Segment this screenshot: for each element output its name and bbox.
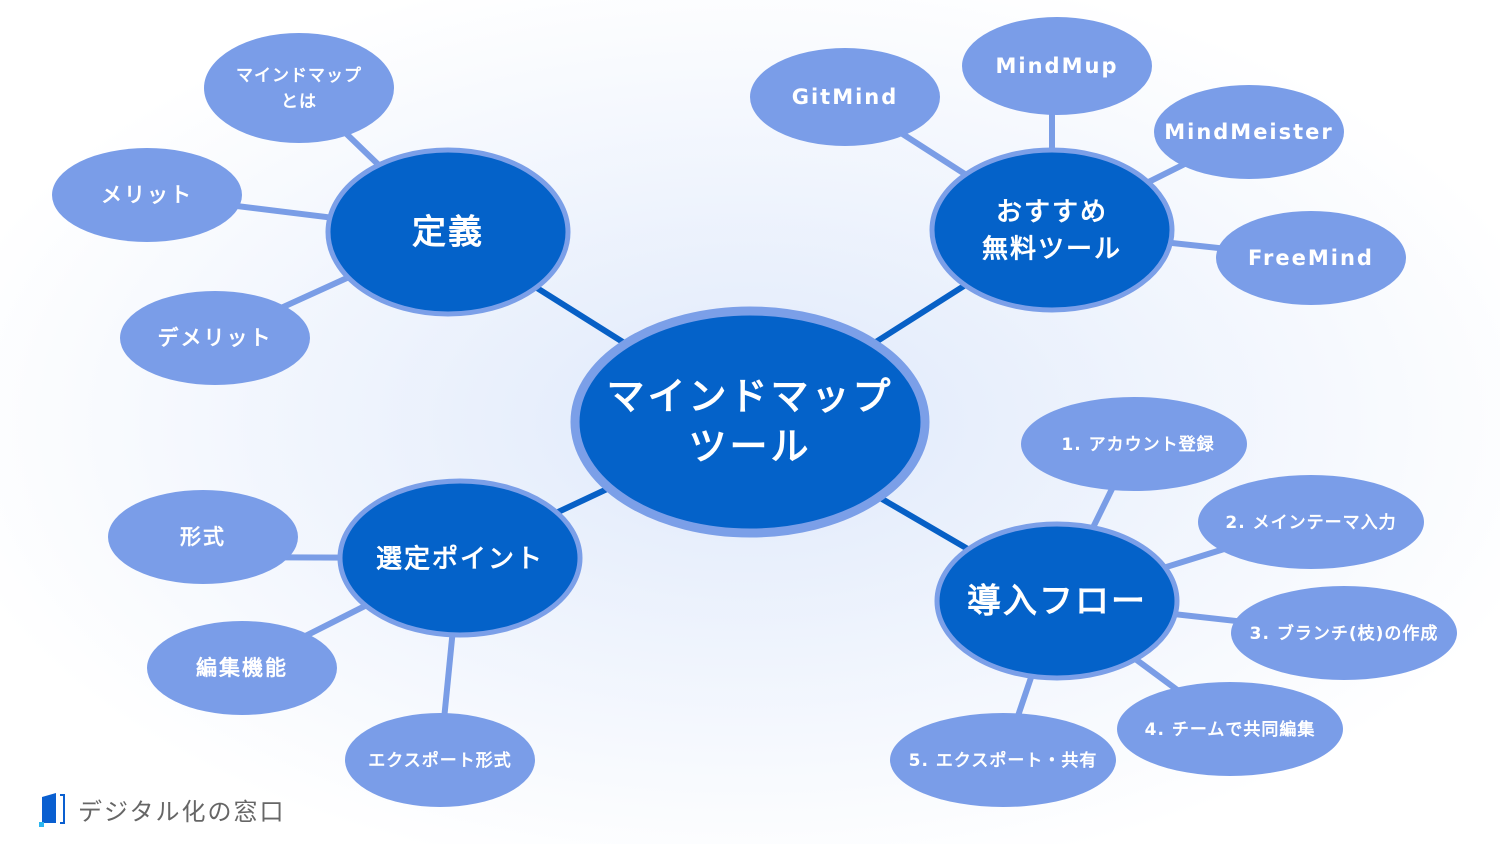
svg-text:エクスポート形式: エクスポート形式 bbox=[368, 750, 512, 771]
leaf-step-3: 3. ブランチ(枝)の作成 bbox=[1231, 586, 1457, 680]
svg-text:形式: 形式 bbox=[180, 525, 226, 549]
leaf-merit: メリット bbox=[52, 148, 242, 242]
leaf-mindmup: MindMup bbox=[962, 17, 1152, 115]
svg-text:GitMind: GitMind bbox=[792, 85, 899, 109]
brand-logo: デジタル化の窓口 bbox=[38, 792, 286, 827]
leaf-demerit: デメリット bbox=[120, 291, 310, 385]
leaf-export-format: エクスポート形式 bbox=[345, 713, 535, 807]
hub-intro-flow: 導入フロー bbox=[934, 521, 1180, 681]
leaf-freemind: FreeMind bbox=[1216, 211, 1406, 305]
svg-text:4. チームで共同編集: 4. チームで共同編集 bbox=[1145, 719, 1316, 740]
svg-text:1. アカウント登録: 1. アカウント登録 bbox=[1061, 434, 1214, 455]
logo-text: デジタル化の窓口 bbox=[78, 798, 286, 826]
svg-text:定義: 定義 bbox=[412, 213, 484, 253]
svg-text:導入フロー: 導入フロー bbox=[967, 582, 1147, 622]
hub-definition: 定義 bbox=[325, 147, 571, 317]
leaf-gitmind: GitMind bbox=[750, 48, 940, 146]
svg-text:マインドマップ: マインドマップ bbox=[606, 375, 893, 419]
leaf-format: 形式 bbox=[108, 490, 298, 584]
leaf-step-5: 5. エクスポート・共有 bbox=[890, 713, 1116, 807]
leaf-step-2: 2. メインテーマ入力 bbox=[1198, 475, 1424, 569]
svg-text:マインドマップ: マインドマップ bbox=[236, 65, 362, 86]
svg-text:無料ツール: 無料ツール bbox=[982, 235, 1122, 265]
svg-text:編集機能: 編集機能 bbox=[196, 656, 288, 680]
svg-text:デメリット: デメリット bbox=[158, 326, 273, 350]
svg-text:おすすめ: おすすめ bbox=[996, 198, 1108, 228]
leaf-step-1: 1. アカウント登録 bbox=[1021, 397, 1247, 491]
leaf-what-is-mindmap: マインドマップ とは bbox=[204, 33, 394, 143]
svg-text:とは: とは bbox=[281, 92, 317, 112]
leaf-mindmeister: MindMeister bbox=[1154, 85, 1344, 179]
leaf-editing: 編集機能 bbox=[147, 621, 337, 715]
svg-text:3. ブランチ(枝)の作成: 3. ブランチ(枝)の作成 bbox=[1250, 623, 1439, 644]
hub-selection-points: 選定ポイント bbox=[337, 478, 583, 638]
svg-text:MindMup: MindMup bbox=[996, 54, 1119, 78]
door-logo-icon bbox=[39, 792, 65, 827]
center-node: マインドマップ ツール bbox=[570, 306, 930, 538]
hub-free-tools: おすすめ 無料ツール bbox=[929, 147, 1175, 313]
svg-text:メリット: メリット bbox=[101, 183, 193, 207]
svg-text:FreeMind: FreeMind bbox=[1248, 246, 1374, 270]
svg-text:MindMeister: MindMeister bbox=[1164, 120, 1334, 144]
svg-text:選定ポイント: 選定ポイント bbox=[376, 544, 544, 575]
svg-text:5. エクスポート・共有: 5. エクスポート・共有 bbox=[909, 750, 1098, 771]
svg-text:ツール: ツール bbox=[688, 425, 811, 469]
svg-text:2. メインテーマ入力: 2. メインテーマ入力 bbox=[1225, 512, 1396, 533]
leaf-step-4: 4. チームで共同編集 bbox=[1117, 682, 1343, 776]
